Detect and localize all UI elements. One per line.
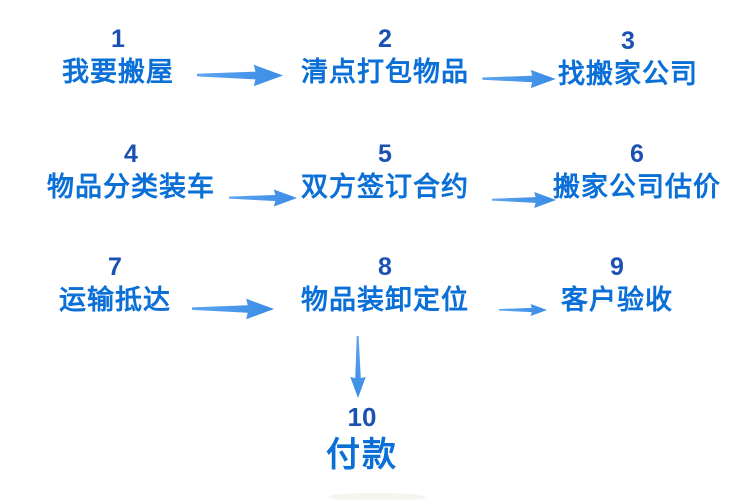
step-label: 清点打包物品 — [301, 57, 469, 87]
flow-step-9: 9 客户验收 — [497, 252, 737, 316]
step-number: 6 — [630, 140, 644, 168]
step-number: 9 — [610, 253, 624, 281]
flow-step-6: 6 搬家公司估价 — [517, 139, 750, 203]
step-label: 付款 — [326, 436, 398, 475]
arrow-right-icon — [197, 64, 283, 87]
step-number: 8 — [378, 253, 392, 281]
arrow-down-icon — [350, 336, 366, 398]
step-number: 10 — [347, 402, 377, 432]
step-label: 搬家公司估价 — [553, 172, 721, 202]
flow-step-2: 2 清点打包物品 — [265, 24, 505, 88]
arrow-right-icon — [492, 192, 556, 208]
arrow-right-icon — [229, 189, 297, 207]
bottom-cropped-graphic — [328, 493, 426, 500]
step-label: 双方签订合约 — [301, 172, 469, 202]
step-number: 2 — [378, 25, 392, 53]
step-number: 7 — [108, 253, 122, 281]
step-label: 客户验收 — [561, 285, 673, 315]
arrow-right-icon — [499, 304, 547, 316]
step-number: 5 — [378, 140, 392, 168]
flow-step-10: 10 付款 — [242, 402, 482, 475]
step-label: 物品分类装车 — [47, 172, 215, 202]
flow-step-1: 1 我要搬屋 — [0, 24, 238, 88]
arrow-right-icon — [482, 69, 556, 89]
step-label: 运输抵达 — [59, 285, 171, 315]
flow-step-5: 5 双方签订合约 — [265, 139, 505, 203]
step-label: 物品装卸定位 — [301, 285, 469, 315]
flow-step-8: 8 物品装卸定位 — [265, 252, 505, 316]
arrow-right-icon — [192, 298, 274, 320]
step-label: 我要搬屋 — [62, 57, 174, 87]
flow-step-3: 3 找搬家公司 — [508, 26, 748, 90]
step-number: 3 — [621, 27, 635, 55]
step-number: 1 — [111, 25, 125, 53]
step-label: 找搬家公司 — [558, 59, 698, 89]
step-number: 4 — [124, 140, 138, 168]
flow-step-4: 4 物品分类装车 — [11, 139, 251, 203]
flow-step-7: 7 运输抵达 — [0, 252, 235, 316]
